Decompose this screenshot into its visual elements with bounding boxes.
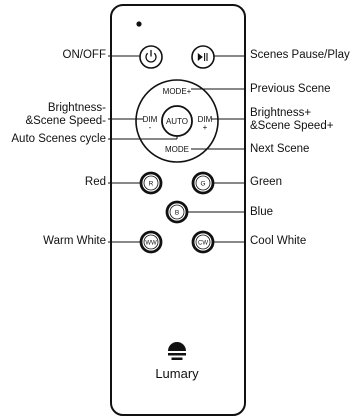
label-brightness-plus-line1: Brightness+: [250, 107, 312, 119]
dim-minus-label[interactable]: DIM: [143, 115, 158, 124]
red-button[interactable]: R: [139, 171, 163, 195]
label-next-scene: Next Scene: [250, 143, 309, 156]
cool-white-button-label: CW: [198, 241, 208, 247]
label-brightness-minus-line1: Brightness-: [47, 102, 106, 114]
warm-white-button-label: WW: [145, 241, 157, 247]
green-button[interactable]: G: [191, 171, 215, 195]
lumary-logo-icon: [168, 342, 186, 360]
label-red: Red: [85, 176, 106, 189]
auto-button-label: AUTO: [166, 117, 188, 126]
blue-button-label: B: [175, 210, 179, 217]
label-brightness-minus-line2: &Scene Speed-: [25, 115, 106, 127]
mode-label[interactable]: MODE: [165, 145, 189, 154]
warm-white-button[interactable]: WW: [139, 230, 163, 254]
label-next-scene-text: Next Scene: [250, 143, 310, 155]
cool-white-button[interactable]: CW: [191, 230, 215, 254]
label-brightness-minus: Brightness- &Scene Speed-: [25, 102, 106, 128]
power-icon: [145, 49, 157, 63]
dim-minus-sign: -: [149, 123, 152, 132]
label-previous-scene-text: Previous Scene: [250, 83, 331, 95]
dim-plus-label[interactable]: DIM: [198, 115, 213, 124]
label-warm-white-text: Warm White: [43, 235, 106, 247]
label-auto-scenes-cycle-text: Auto Scenes cycle: [11, 133, 106, 145]
play-pause-icon: [197, 53, 208, 61]
play-pause-button[interactable]: [191, 45, 215, 69]
auto-button[interactable]: AUTO: [161, 105, 193, 137]
label-blue: Blue: [250, 206, 273, 219]
indicator-led: [136, 21, 142, 27]
brand-name: Lumary: [155, 366, 199, 381]
label-scenes-pause-play-text: Scenes Pause/Play: [250, 49, 350, 61]
callout-lines: [108, 55, 246, 243]
power-button[interactable]: [139, 45, 163, 69]
label-auto-scenes-cycle: Auto Scenes cycle: [11, 133, 106, 146]
green-button-label: G: [200, 181, 205, 188]
blue-button[interactable]: B: [165, 200, 189, 224]
label-green: Green: [250, 176, 282, 189]
dim-plus-sign: +: [203, 123, 208, 132]
mode-plus-label[interactable]: MODE+: [163, 87, 192, 96]
label-on-off: ON/OFF: [63, 49, 106, 62]
label-brightness-plus: Brightness+ &Scene Speed+: [250, 107, 333, 133]
label-blue-text: Blue: [250, 206, 274, 218]
label-cool-white: Cool White: [250, 235, 306, 248]
remote-body: [110, 4, 246, 416]
label-red-text: Red: [84, 176, 106, 188]
label-on-off-text: ON/OFF: [62, 49, 106, 61]
label-cool-white-text: Cool White: [250, 235, 307, 247]
label-warm-white: Warm White: [43, 235, 106, 248]
label-scenes-pause-play: Scenes Pause/Play: [250, 49, 350, 62]
label-brightness-plus-line2: &Scene Speed+: [250, 120, 334, 132]
label-green-text: Green: [250, 176, 282, 188]
label-previous-scene: Previous Scene: [250, 83, 331, 96]
red-button-label: R: [149, 181, 154, 188]
